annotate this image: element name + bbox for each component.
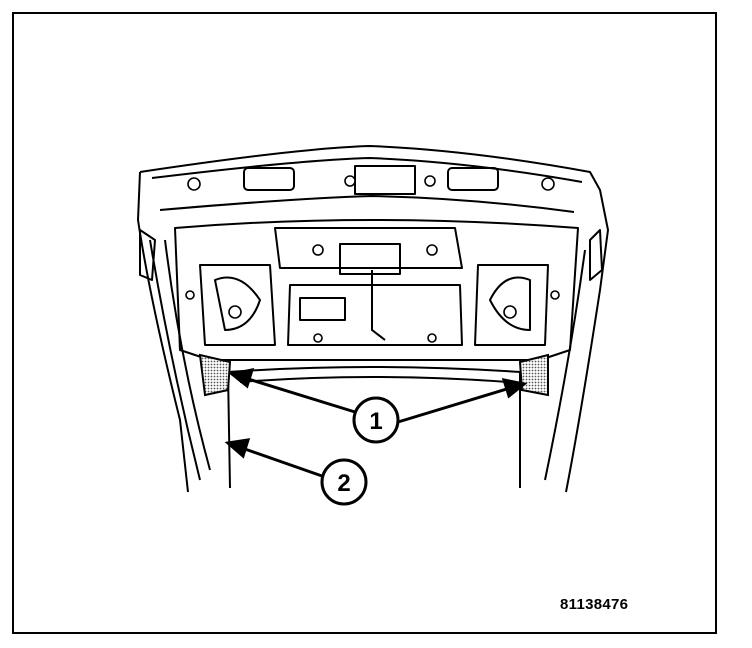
arrowhead [224,438,251,459]
center-recess [354,165,416,195]
screw [313,333,323,343]
sunroof-opening [227,366,521,488]
left-clip [198,353,232,397]
roof-outline [139,145,609,493]
screw [424,175,436,187]
left-pillar-trim [139,229,156,281]
screw [228,305,242,319]
right-pillar-trim [589,229,603,281]
screw [541,177,555,191]
leader-line-1a [244,376,356,414]
roof-outline-left [137,171,189,493]
screw [185,290,195,300]
console-bracket [339,243,401,275]
callout-circle-2 [320,458,368,506]
headliner-panel [174,219,579,361]
right-clip [518,353,549,397]
screw [426,244,438,256]
right-visor-bracket [474,264,549,346]
grab-handle-left [243,167,295,191]
screw [344,175,356,187]
screw [427,333,437,343]
arrowhead [501,378,528,399]
screw [503,305,517,319]
screw [187,177,201,191]
left-visor-bracket [199,264,276,346]
screw [550,290,560,300]
grab-handle-right [447,167,499,191]
leader-line-2 [241,446,323,478]
callout-circle-1 [352,396,400,444]
screw [312,244,324,256]
arrowhead [228,368,255,389]
overhead-console-mount [274,227,463,269]
figure-id: 81138476 [560,596,629,613]
callout-label-2: 2 [337,470,350,497]
leader-line-1b [397,386,511,424]
callout-label-1: 1 [369,408,382,435]
diagram-frame [12,12,717,634]
dome-lamp-housing [299,297,346,321]
